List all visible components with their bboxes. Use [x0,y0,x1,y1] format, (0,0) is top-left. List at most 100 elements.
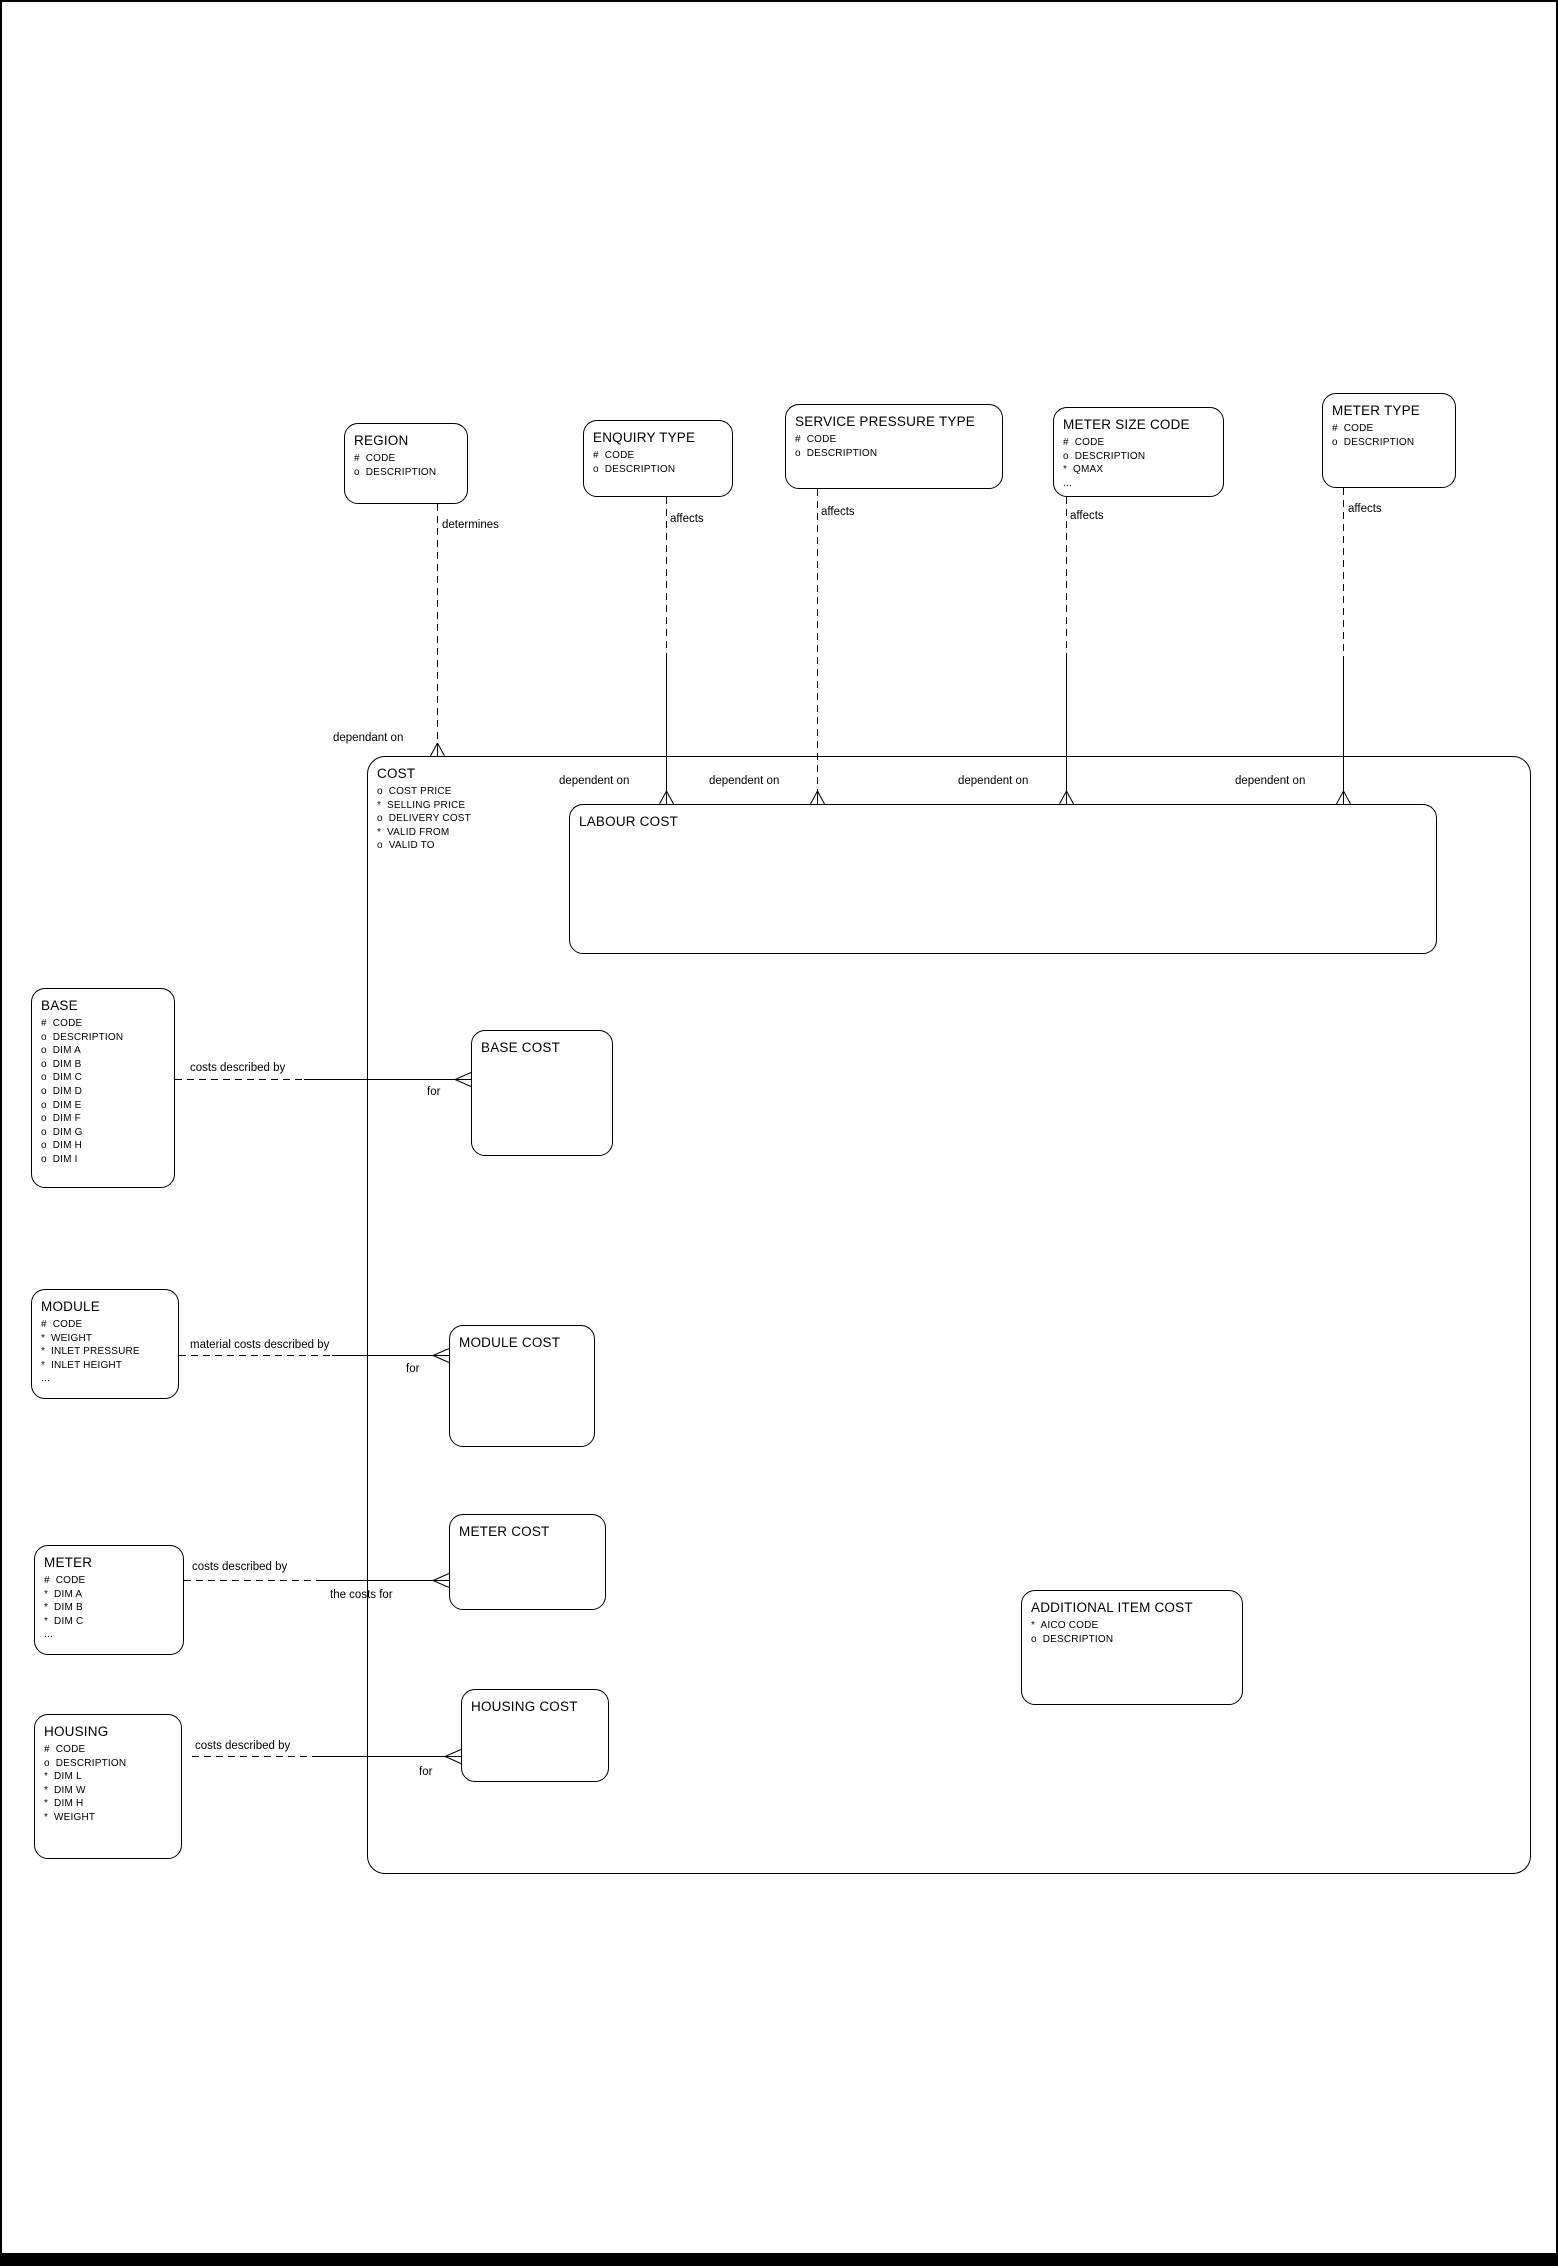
entity-attribute: o DESCRIPTION [1332,436,1415,448]
entity-attribute: o VALID TO [377,840,435,852]
entity-attribute: * DIM B [44,1602,83,1614]
entity-title: LABOUR COST [579,814,678,829]
rel-label-costs-described-by-base: costs described by [190,1062,286,1074]
entity-title: REGION [354,433,409,448]
entity-attribute: * DIM C [44,1615,84,1627]
entity-attribute: * SELLING PRICE [377,799,466,811]
rel-label-the-costs-for: the costs for [330,1589,393,1601]
entity-base-cost[interactable]: BASE COST [471,1030,613,1156]
entity-title: METER [44,1555,93,1570]
rel-label-affects-meter-size: affects [1070,510,1104,522]
rel-label-for-base: for [427,1086,441,1098]
entity-module[interactable]: MODULE # CODE* WEIGHT* INLET PRESSURE* I… [31,1289,179,1399]
entity-attribute: o DIM H [41,1140,83,1152]
rel-label-dependant-on: dependant on [333,732,404,744]
rel-label-affects-service-pressure: affects [821,506,855,518]
entity-attribute: o DESCRIPTION [1063,450,1146,462]
entity-attribute-list: # CODE o DESCRIPTION [795,433,993,460]
rel-housing-housing-cost-line [192,1749,462,1764]
entity-attribute: * VALID FROM [377,826,450,838]
rel-label-dependent-on-meter-size: dependent on [958,775,1029,787]
entity-attribute: ... [1063,477,1072,489]
rel-label-for-module: for [406,1363,420,1375]
rel-label-for-housing: for [419,1766,433,1778]
entity-attribute: * WEIGHT [41,1332,93,1344]
entity-attribute: # CODE [44,1575,86,1586]
entity-attribute: # CODE [795,434,837,445]
entity-enquiry-type[interactable]: ENQUIRY TYPE # CODE o DESCRIPTION [583,420,733,497]
entity-attribute-list: # CODE o DESCRIPTION [593,449,723,476]
entity-attribute: * DIM L [44,1771,82,1783]
entity-meter[interactable]: METER # CODE* DIM A* DIM B* DIM C... [34,1545,184,1655]
entity-attribute: # CODE [354,453,396,464]
entity-title: METER TYPE [1332,403,1421,418]
entity-attribute: o DIM C [41,1072,83,1084]
entity-attribute: o DIM F [41,1113,81,1125]
entity-attribute: o DIM A [41,1045,81,1057]
entity-service-pressure-type[interactable]: SERVICE PRESSURE TYPE # CODE o DESCRIPTIO… [785,404,1003,489]
entity-attribute: ... [41,1373,50,1385]
rel-enquiry-type-labour-cost-line [659,497,674,805]
entity-title: MODULE [41,1299,100,1314]
entity-housing-cost[interactable]: HOUSING COST [461,1689,609,1782]
entity-attribute: # CODE [593,450,635,461]
rel-label-determines: determines [442,519,499,531]
entity-title: METER COST [459,1524,550,1539]
entity-title: HOUSING [44,1724,109,1739]
entity-module-cost[interactable]: MODULE COST [449,1325,595,1447]
entity-housing[interactable]: HOUSING # CODE o DESCRIPTION * DIM L * DIM … [34,1714,182,1859]
entity-labour-cost[interactable]: LABOUR COST [569,804,1437,954]
entity-attribute: o DESCRIPTION [1031,1633,1114,1645]
entity-title: SERVICE PRESSURE TYPE [795,414,976,429]
entity-attribute: o DESCRIPTION [593,463,676,475]
rel-label-dependent-on-service-pressure: dependent on [709,775,780,787]
entity-title: ADDITIONAL ITEM COST [1031,1600,1193,1615]
entity-attribute: # CODE [1063,437,1105,448]
rel-meter-size-code-labour-cost-line [1059,497,1074,805]
entity-meter-size-code[interactable]: METER SIZE CODE # CODE o DESCRIPTION * QMA… [1053,407,1224,497]
entity-attribute: o DESCRIPTION [41,1031,124,1043]
entity-title: COST [377,766,416,781]
rel-label-dependent-on-enquiry: dependent on [559,775,630,787]
entity-title: METER SIZE CODE [1063,417,1190,432]
entity-attribute-list: # CODE* DIM A* DIM B* DIM C... [44,1574,174,1642]
entity-attribute: * DIM H [44,1798,84,1810]
entity-attribute: o DIM G [41,1126,83,1138]
entity-title: BASE [41,998,78,1013]
entity-attribute: * INLET PRESSURE [41,1346,140,1358]
entity-meter-cost[interactable]: METER COST [449,1514,606,1610]
entity-attribute: o DESCRIPTION [44,1757,127,1769]
rel-label-costs-described-by-housing: costs described by [195,1740,291,1752]
entity-attribute: o DIM D [41,1085,83,1097]
rel-base-base-cost-line [175,1072,472,1087]
rel-label-affects-meter-type: affects [1348,503,1382,515]
entity-attribute: # CODE [41,1018,83,1029]
rel-meter-meter-cost-line [184,1573,450,1588]
entity-attribute: * AICO CODE [1031,1620,1099,1631]
entity-title: MODULE COST [459,1335,561,1350]
entity-attribute: o DESCRIPTION [795,447,878,459]
entity-attribute: o DIM B [41,1058,82,1070]
entity-attribute: * QMAX [1063,464,1104,476]
entity-attribute-list: * AICO CODE o DESCRIPTION [1031,1619,1233,1646]
entity-attribute: # CODE [44,1744,86,1755]
entity-attribute: o DIM I [41,1153,78,1165]
entity-title: ENQUIRY TYPE [593,430,696,445]
entity-attribute: o DIM E [41,1099,82,1111]
entity-attribute: ... [44,1629,53,1641]
entity-additional-item-cost[interactable]: ADDITIONAL ITEM COST * AICO CODE o DESCRI… [1021,1590,1243,1705]
page-bottom-bar [2,2253,1556,2264]
entity-attribute-list: # CODE* WEIGHT* INLET PRESSURE* INLET HE… [41,1318,169,1386]
entity-title: HOUSING COST [471,1699,578,1714]
entity-attribute: # CODE [41,1319,83,1330]
rel-label-affects-enquiry: affects [670,513,704,525]
